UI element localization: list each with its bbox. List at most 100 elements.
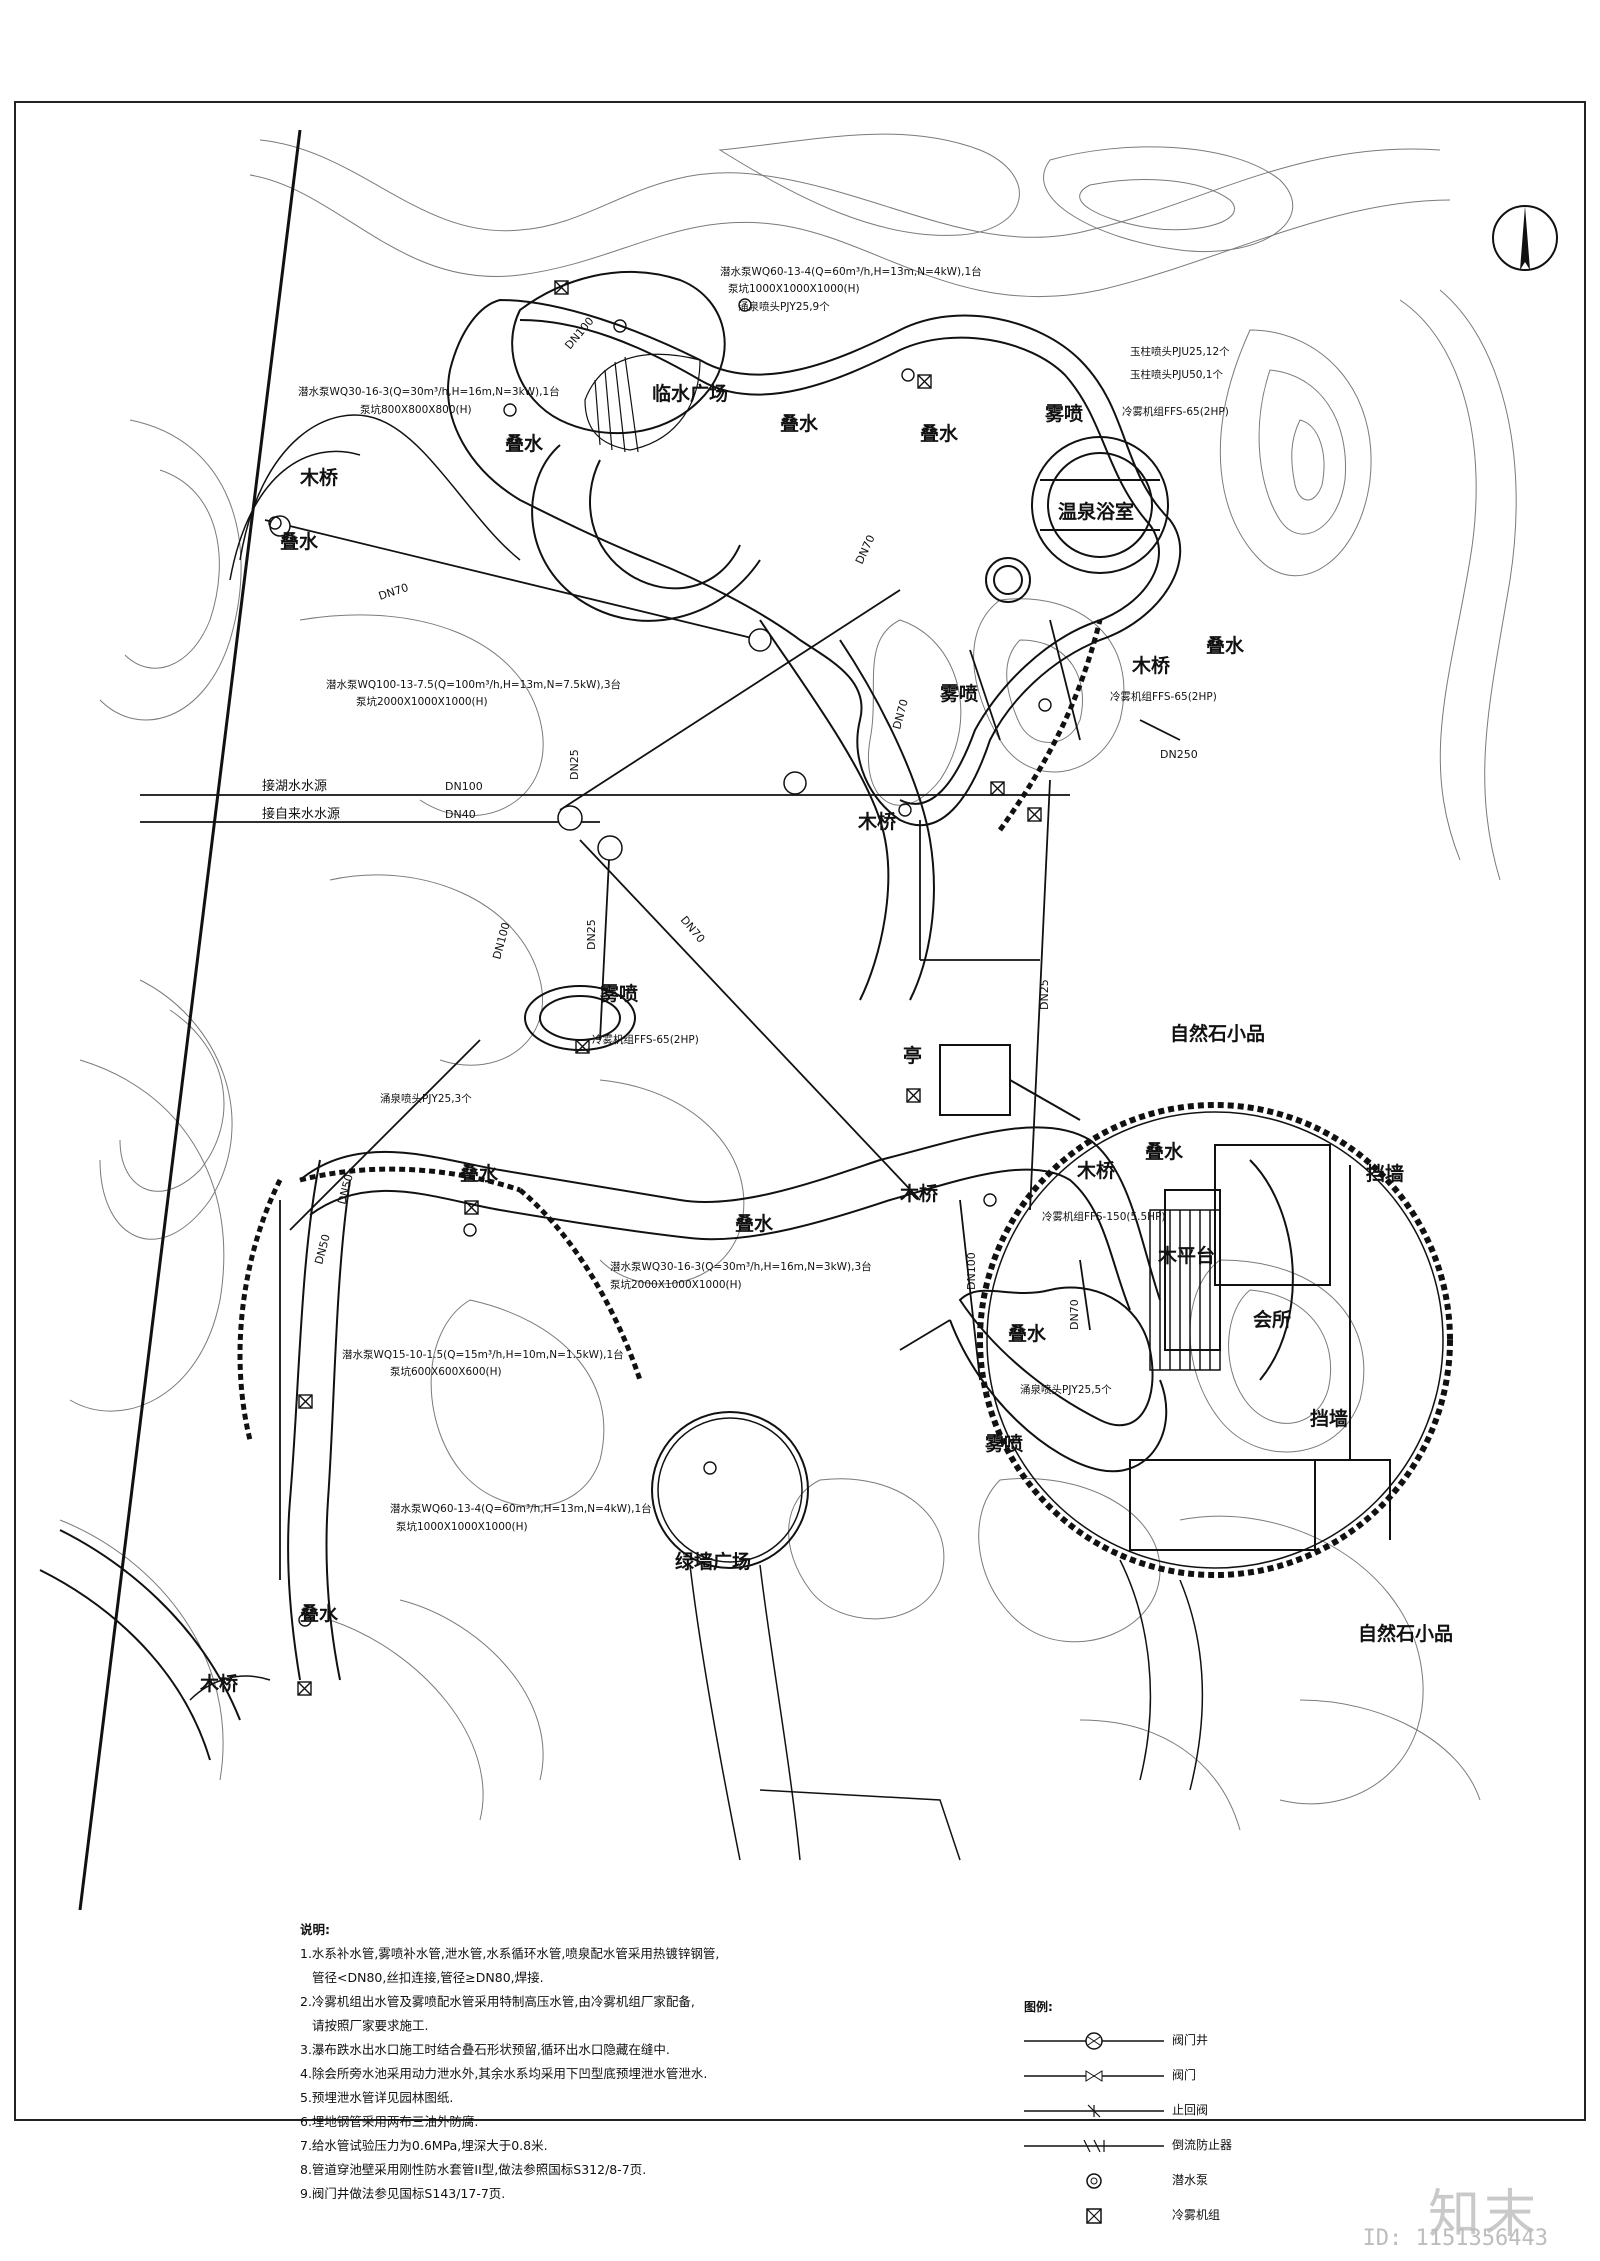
pipe-size-label: DN40: [445, 808, 476, 821]
wood-platform: [1149, 1209, 1221, 1371]
fog-unit-annotation: 冷雾机组FFS-150(5.5HP): [1042, 1210, 1166, 1223]
wood-platform-label: 木平台: [1157, 1244, 1215, 1267]
retaining-wall-label-b: 挡墙: [1310, 1407, 1348, 1430]
natural-stone-label-a: 自然石小品: [1170, 1022, 1265, 1045]
tap-source-label: 接自来水水源: [262, 806, 340, 822]
valve-well-icon: [1024, 2032, 1164, 2050]
mist-label: 雾喷: [600, 983, 638, 1005]
lake-source-label: 接湖水水源: [262, 778, 327, 794]
wood-bridge-label: 木桥: [899, 1182, 939, 1205]
retaining-wall-label-a: 挡墙: [1366, 1162, 1404, 1185]
pump-annotation: 潜水泵WQ30-16-3(Q=30m³/h,H=16m,N=3kW),1台: [298, 385, 560, 398]
pump-annotation: 潜水泵WQ30-16-3(Q=30m³/h,H=16m,N=3kW),3台: [610, 1260, 872, 1273]
pipe-size-label: DN25: [568, 749, 581, 780]
pavilion: [939, 1044, 1081, 1121]
fog-unit-marks: [297, 280, 1042, 1696]
pump-annotation: 潜水泵WQ15-10-1.5(Q=15m³/h,H=10m,N=1.5kW),1…: [342, 1348, 624, 1361]
pipe-size-label: DN70: [890, 698, 911, 731]
jade-annotation: 玉柱喷头PJU50,1个: [1130, 368, 1223, 381]
image-id: ID: 1151356443: [1362, 2226, 1548, 2251]
cascade-label: 叠水: [280, 531, 319, 553]
note-item: 管径<DN80,丝扣连接,管径≥DN80,焊接.: [312, 1970, 544, 1985]
clubhouse-label: 会所: [1253, 1308, 1291, 1331]
cascade-label: 叠水: [1145, 1141, 1184, 1163]
pipe-network: [140, 519, 1181, 1580]
wood-bridge-label: 木桥: [1131, 654, 1171, 677]
note-item: 请按照厂家要求施工.: [312, 2018, 429, 2033]
green-wall-plaza-label: 绿墙广场: [675, 1550, 751, 1573]
pit-annotation: 泵坑1000X1000X1000(H): [728, 282, 860, 295]
note-item: 3.瀑布跌水出水口施工时结合叠石形状预留,循环出水口隐藏在缝中.: [300, 2042, 670, 2057]
pipe-size-label: DN50: [335, 1173, 356, 1206]
legend-label: 止回阀: [1172, 2103, 1209, 2117]
note-item: 8.管道穿池壁采用刚性防水套管II型,做法参照国标S312/8-7页.: [300, 2162, 647, 2177]
pit-annotation: 泵坑1000X1000X1000(H): [396, 1520, 528, 1533]
legend-label: 潜水泵: [1172, 2173, 1209, 2187]
notes-title: 说明:: [300, 1922, 330, 1937]
pump-annotation: 潜水泵WQ100-13-7.5(Q=100m³/h,H=13m,N=7.5kW)…: [326, 678, 621, 691]
cascade-label: 叠水: [780, 413, 819, 435]
note-item: 7.给水管试验压力为0.6MPa,埋深大于0.8米.: [300, 2138, 548, 2153]
pipe-size-label: DN70: [1068, 1299, 1081, 1330]
legend-item: 倒流防止器: [1024, 2130, 1344, 2165]
fog-unit-icon: [1086, 2208, 1102, 2224]
legend-item: 潜水泵: [1024, 2165, 1344, 2200]
cascade-label: 叠水: [300, 1603, 339, 1625]
legend-item: 阀门: [1024, 2060, 1344, 2095]
valve-icon: [1024, 2070, 1164, 2082]
fog-unit-annotation: 冷雾机组FFS-65(2HP): [1122, 405, 1229, 418]
pipe-size-label: DN250: [1160, 748, 1198, 761]
wood-bridge-label: 木桥: [857, 810, 897, 833]
cascade-label: 叠水: [505, 433, 544, 455]
mist-label: 雾喷: [940, 683, 978, 705]
mist-label: 雾喷: [985, 1433, 1023, 1455]
hot-spring-bath-label: 温泉浴室: [1058, 500, 1134, 523]
legend-label: 倒流防止器: [1172, 2138, 1233, 2152]
jade-annotation: 玉柱喷头PJU25,12个: [1130, 345, 1230, 358]
legend-item: 止回阀: [1024, 2095, 1344, 2130]
cascade-label: 叠水: [920, 423, 959, 445]
drawing-frame: [14, 101, 1586, 2121]
walkways: [39, 414, 1453, 1861]
wood-bridge-label: 木桥: [199, 1672, 239, 1695]
natural-stone-label-b: 自然石小品: [1358, 1622, 1453, 1645]
pit-annotation: 泵坑2000X1000X1000(H): [610, 1278, 742, 1291]
note-item: 1.水系补水管,雾喷补水管,泄水管,水系循环水管,喷泉配水管采用热镀锌钢管,: [300, 1946, 720, 1961]
boundary-lines: [78, 129, 302, 1911]
pipe-size-label: DN100: [445, 780, 483, 793]
legend: 图例: 阀门井 阀门 止回阀 倒流防止器 潜水泵: [1024, 1998, 1344, 2235]
backflow-preventer-icon: [1024, 2139, 1164, 2153]
clubhouse-building: [1129, 1144, 1391, 1551]
contour-lines: [59, 133, 1517, 1831]
legend-item: 阀门井: [1024, 2025, 1344, 2060]
pavilion-label: 亭: [903, 1044, 922, 1067]
site-logo: 知末: [1427, 2185, 1540, 2245]
submersible-pump-icon: [1086, 2173, 1102, 2189]
pipe-size-label: DN100: [965, 1252, 978, 1290]
hot-spring-building: [985, 436, 1169, 603]
legend-title: 图例:: [1024, 2000, 1053, 2014]
pump-annotation: 潜水泵WQ60-13-4(Q=60m³/h,H=13m,N=4kW),1台: [390, 1502, 652, 1515]
legend-item: 冷雾机组: [1024, 2200, 1344, 2235]
legend-label: 冷雾机组: [1172, 2208, 1221, 2222]
fog-unit-annotation: 冷雾机组FFS-65(2HP): [1110, 690, 1217, 703]
design-notes: 说明: 1.水系补水管,雾喷补水管,泄水管,水系循环水管,喷泉配水管采用热镀锌钢…: [300, 1918, 1020, 2206]
pit-annotation: 泵坑600X600X600(H): [390, 1365, 502, 1378]
gush-annotation: 涌泉喷头PJY25,3个: [380, 1092, 472, 1105]
pipe-size-label: DN100: [562, 315, 596, 352]
pump-annotation: 潜水泵WQ60-13-4(Q=60m³/h,H=13m,N=4kW),1台: [720, 265, 982, 278]
wood-bridge-label: 木桥: [1076, 1159, 1116, 1182]
pit-annotation: 泵坑800X800X800(H): [360, 403, 472, 416]
legend-label: 阀门: [1172, 2068, 1197, 2082]
pit-annotation: 泵坑2000X1000X1000(H): [356, 695, 488, 708]
note-item: 2.冷雾机组出水管及雾喷配水管采用特制高压水管,由冷雾机组厂家配备,: [300, 1994, 695, 2009]
pipe-size-label: DN25: [1038, 979, 1051, 1010]
pipe-size-label: DN50: [312, 1233, 333, 1266]
fog-unit-annotation: 冷雾机组FFS-65(2HP): [592, 1033, 699, 1046]
pipe-size-label: DN70: [853, 533, 878, 566]
gush-annotation: 涌泉喷头PJY25,9个: [738, 300, 830, 313]
waterfront-plaza-label: 临水广场: [652, 382, 728, 405]
cascade-label: 叠水: [735, 1213, 774, 1235]
north-arrow-icon: [1492, 205, 1558, 271]
pipe-size-label: DN70: [678, 914, 708, 946]
